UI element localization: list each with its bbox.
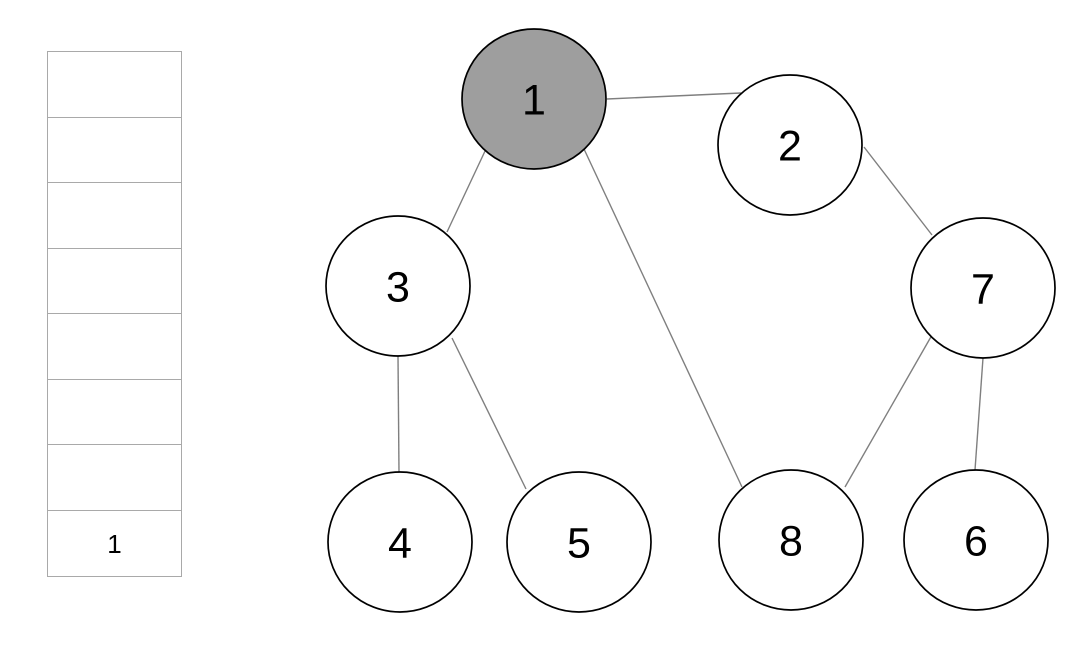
graph-node-label-4: 4	[388, 519, 412, 567]
graph-edge-3-4	[397, 355, 400, 473]
graph-node-circle-6	[903, 469, 1049, 611]
stack-cell-5	[47, 378, 182, 446]
graph-edge-7-6	[974, 357, 984, 471]
graph-edge-1-2	[606, 92, 742, 100]
graph-node-8: 8	[718, 469, 864, 611]
graph-node-2: 2	[717, 74, 863, 216]
graph-node-label-1: 1	[522, 76, 546, 124]
graph-edge-7-8	[844, 334, 933, 488]
graph-node-circle-5	[506, 471, 652, 613]
graph-node-label-2: 2	[778, 122, 802, 170]
graph-node-5: 5	[506, 471, 652, 613]
graph-node-circle-1	[461, 28, 607, 170]
graph-edge-2-7	[863, 146, 933, 236]
stack-cell-3	[47, 247, 182, 315]
graph-node-3: 3	[325, 215, 471, 357]
stack-cell-0	[47, 51, 182, 118]
graph-node-label-8: 8	[779, 517, 803, 565]
graph-edge-3-5	[451, 337, 527, 490]
graph-node-1: 1	[461, 28, 607, 170]
graph-node-4: 4	[327, 471, 473, 613]
graph-node-label-7: 7	[971, 265, 995, 313]
graph-node-label-3: 3	[386, 263, 410, 311]
graph-node-circle-2	[717, 74, 863, 216]
graph-edge-1-8	[583, 148, 743, 488]
graph-node-circle-4	[327, 471, 473, 613]
stack-cell-6	[47, 444, 182, 511]
stack-panel: 1	[47, 51, 182, 577]
graph-node-6: 6	[903, 469, 1049, 611]
graph-node-7: 7	[910, 217, 1056, 359]
stack-cell-7: 1	[47, 509, 182, 577]
graph-node-circle-3	[325, 215, 471, 357]
graph-node-label-5: 5	[567, 519, 591, 567]
graph-node-label-6: 6	[964, 517, 988, 565]
graph-node-circle-8	[718, 469, 864, 611]
stack-cell-4	[47, 313, 182, 380]
graph-node-circle-7	[910, 217, 1056, 359]
graph-edge-1-3	[446, 148, 487, 233]
stack-cell-1	[47, 116, 182, 184]
